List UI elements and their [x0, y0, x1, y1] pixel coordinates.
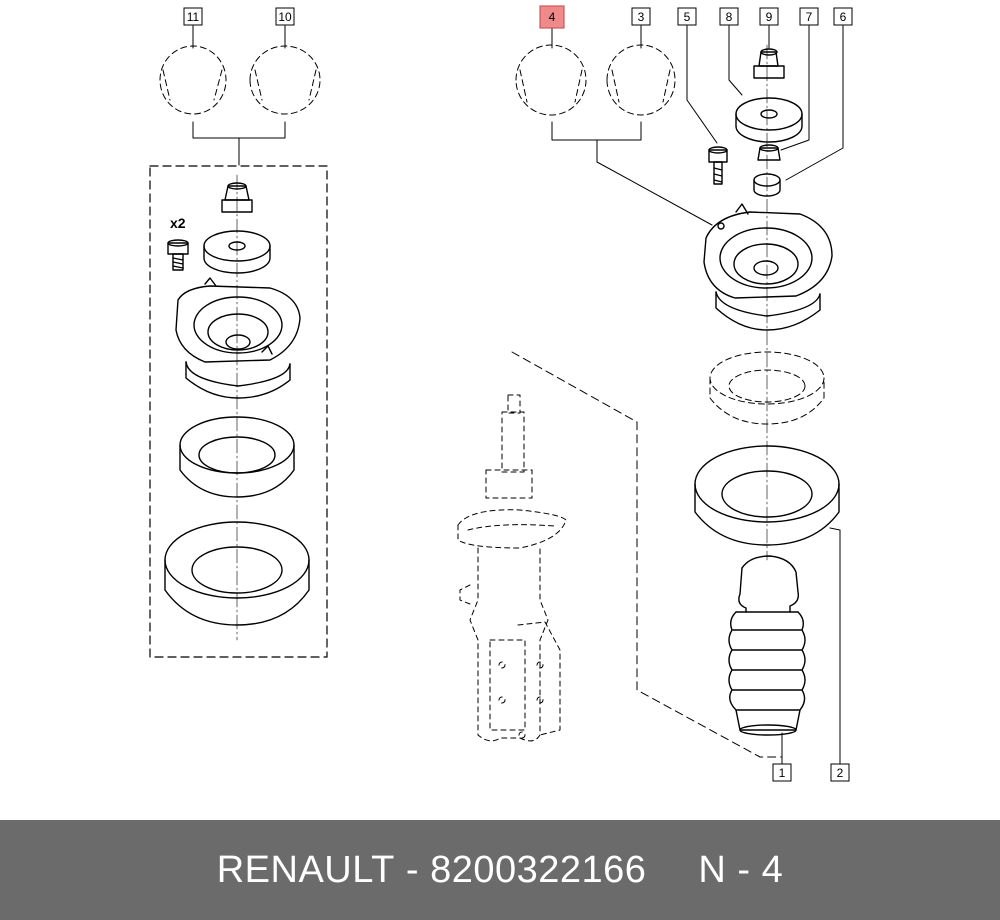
nut-7 [757, 144, 781, 161]
exploded-strut-diagram: 11 10 4 3 5 8 9 7 [149, 5, 853, 782]
ref-sphere-3 [606, 44, 676, 116]
kit-top-mount-part [175, 277, 301, 399]
callout-3[interactable]: 3 [631, 7, 651, 26]
callout-7[interactable]: 7 [799, 7, 819, 26]
callout-2[interactable]: 2 [830, 763, 850, 782]
callout-boxes: 11 10 4 3 5 8 9 7 [183, 5, 853, 782]
kit-bolt-part [167, 239, 189, 271]
svg-text:9: 9 [766, 10, 773, 24]
svg-text:4: 4 [549, 10, 556, 24]
callout-10[interactable]: 10 [275, 7, 295, 26]
callout-1[interactable]: 1 [772, 763, 792, 782]
callout-4-highlighted[interactable]: 4 [539, 5, 565, 29]
strut-guide-lines [511, 351, 783, 758]
callout-6[interactable]: 6 [833, 7, 853, 26]
top-mount-assembly [703, 203, 833, 331]
stud-bolt-5 [708, 146, 728, 185]
svg-text:6: 6 [840, 10, 847, 24]
strut-body-ghost [457, 394, 567, 742]
callout-5[interactable]: 5 [677, 7, 697, 26]
footer-brand: RENAULT [216, 848, 395, 891]
dust-boot-1 [728, 555, 806, 736]
footer-part-number: 8200322166 [430, 848, 647, 891]
svg-text:11: 11 [187, 10, 200, 24]
kit-dashed-frame [149, 165, 328, 658]
svg-text:10: 10 [278, 10, 292, 24]
ref-sphere-10 [249, 45, 321, 115]
svg-text:5: 5 [684, 10, 691, 24]
callout-8[interactable]: 8 [719, 7, 739, 26]
footer-position-code: N - 4 [698, 848, 784, 891]
part-footer-bar: RENAULT - 8200322166 N - 4 [0, 820, 1000, 920]
quantity-label: x2 [170, 215, 186, 231]
callout-9[interactable]: 9 [759, 7, 779, 26]
ref-sphere-4 [515, 44, 587, 116]
svg-text:3: 3 [638, 10, 645, 24]
svg-text:1: 1 [779, 766, 786, 780]
ref-sphere-11 [159, 45, 227, 115]
callout-11[interactable]: 11 [183, 7, 203, 26]
footer-separator: - [405, 848, 419, 891]
leader-lines [192, 25, 844, 766]
washer-cup-8 [735, 97, 803, 143]
bump-cap-9 [753, 48, 785, 79]
svg-text:7: 7 [806, 10, 813, 24]
svg-text:8: 8 [726, 10, 733, 24]
svg-text:2: 2 [837, 766, 844, 780]
